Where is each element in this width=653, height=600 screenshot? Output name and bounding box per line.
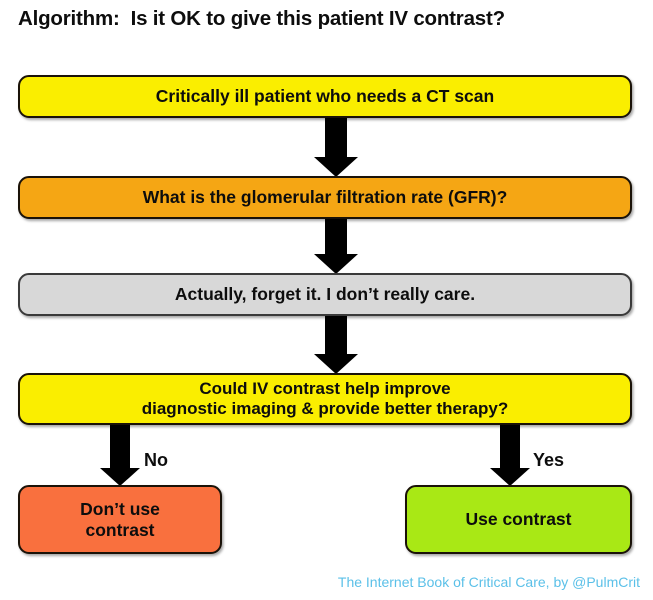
arrow-down-branch-no [100,425,140,486]
arrow-head-icon [314,354,358,374]
flow-node-forget-it: Actually, forget it. I don’t really care… [18,273,632,316]
arrow-down-gfr-to-forget [314,219,358,274]
flow-node-ct-scan: Critically ill patient who needs a CT sc… [18,75,632,118]
footer-credit: The Internet Book of Critical Care, by @… [337,574,640,590]
arrow-head-icon [314,254,358,274]
flow-node-use-contrast: Use contrast [405,485,632,554]
arrow-down-ct-to-gfr [314,118,358,177]
arrow-down-branch-yes [490,425,530,486]
arrow-shaft [325,118,347,157]
flow-node-could-help: Could IV contrast help improve diagnosti… [18,373,632,425]
page-title: Algorithm: Is it OK to give this patient… [18,7,505,30]
arrow-shaft [500,425,520,468]
branch-label-yes: Yes [533,450,565,470]
arrow-shaft [325,316,347,354]
arrow-down-forget-to-could-help [314,316,358,374]
arrow-head-icon [100,468,140,486]
flow-node-gfr: What is the glomerular filtration rate (… [18,176,632,219]
arrow-head-icon [490,468,530,486]
arrow-head-icon [314,157,358,177]
branch-label-no: No [144,450,168,470]
flow-node-dont-use-contrast: Don’t use contrast [18,485,222,554]
arrow-shaft [325,219,347,254]
arrow-shaft [110,425,130,468]
